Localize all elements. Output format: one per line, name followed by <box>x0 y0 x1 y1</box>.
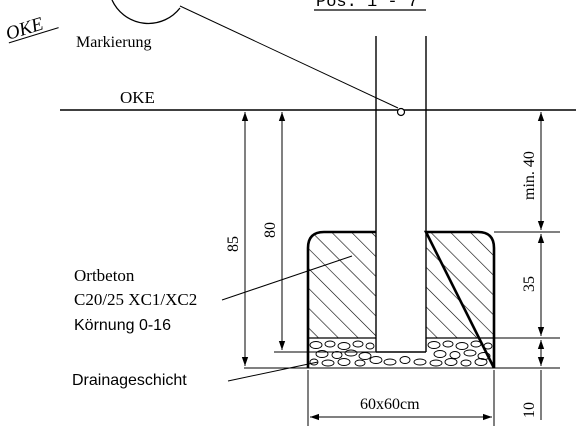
marker-detail-circle <box>111 0 181 25</box>
material-leader-line <box>221 255 353 301</box>
oke-corner-label: OKE <box>3 13 46 44</box>
concrete-right-block <box>426 232 494 338</box>
oke-level-label: OKE <box>120 88 155 107</box>
dim-80-value: 80 <box>262 222 279 238</box>
drainage-label: Drainageschicht <box>72 372 187 389</box>
dim-35-value: 35 <box>521 276 538 292</box>
material-line-3: Körnung 0-16 <box>74 317 171 334</box>
marker-point <box>396 107 406 117</box>
material-line-1: Ortbeton <box>74 266 135 285</box>
marker-leader-line <box>179 5 399 109</box>
drainage-leader-line <box>227 361 319 382</box>
dim-10-value: 10 <box>521 402 538 418</box>
dim-min40-value: min. 40 <box>521 151 538 200</box>
position-label: Pos. 1 - 7 <box>316 0 418 12</box>
marker-label: Markierung <box>76 34 152 51</box>
drainage-gravel-layer <box>309 340 493 367</box>
dim-width-value: 60x60cm <box>360 396 420 413</box>
dim-85-value: 85 <box>225 236 242 252</box>
oke-corner-underline <box>8 27 59 44</box>
foundation-outline <box>306 230 496 369</box>
concrete-left-block <box>308 232 376 338</box>
material-line-2: C20/25 XC1/XC2 <box>74 290 197 309</box>
